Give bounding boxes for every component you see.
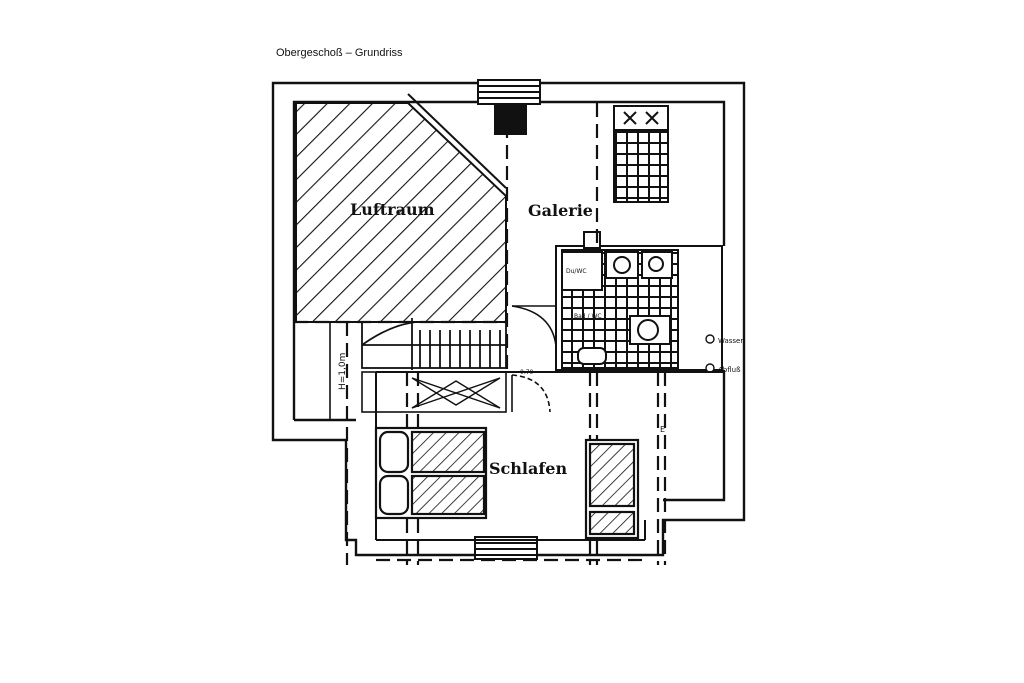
room-luftraum-label: Luftraum [350,200,435,219]
double-bed [374,426,488,520]
bath-top-label: Du/WC [566,268,587,275]
small-mark-label: E [660,425,665,434]
room-galerie-label: Galerie [528,201,593,220]
single-bed [584,438,640,540]
galerie-bed [613,105,669,203]
legend-drain-label: Abfluß [718,366,741,374]
bath-mid-label: Bad / WC [574,313,602,320]
plan-title: Obergeschoß – Grundriss [276,47,403,59]
legend-water-label: Wasser [718,337,743,345]
window-top [477,79,541,105]
window-bottom [474,536,538,560]
height-mark-label: H=1,0m [338,353,348,390]
chimney [494,105,527,135]
room-schlafen-label: Schlafen [489,459,567,478]
bathroom [555,231,723,371]
door-swing [511,305,557,413]
staircase [361,318,507,370]
